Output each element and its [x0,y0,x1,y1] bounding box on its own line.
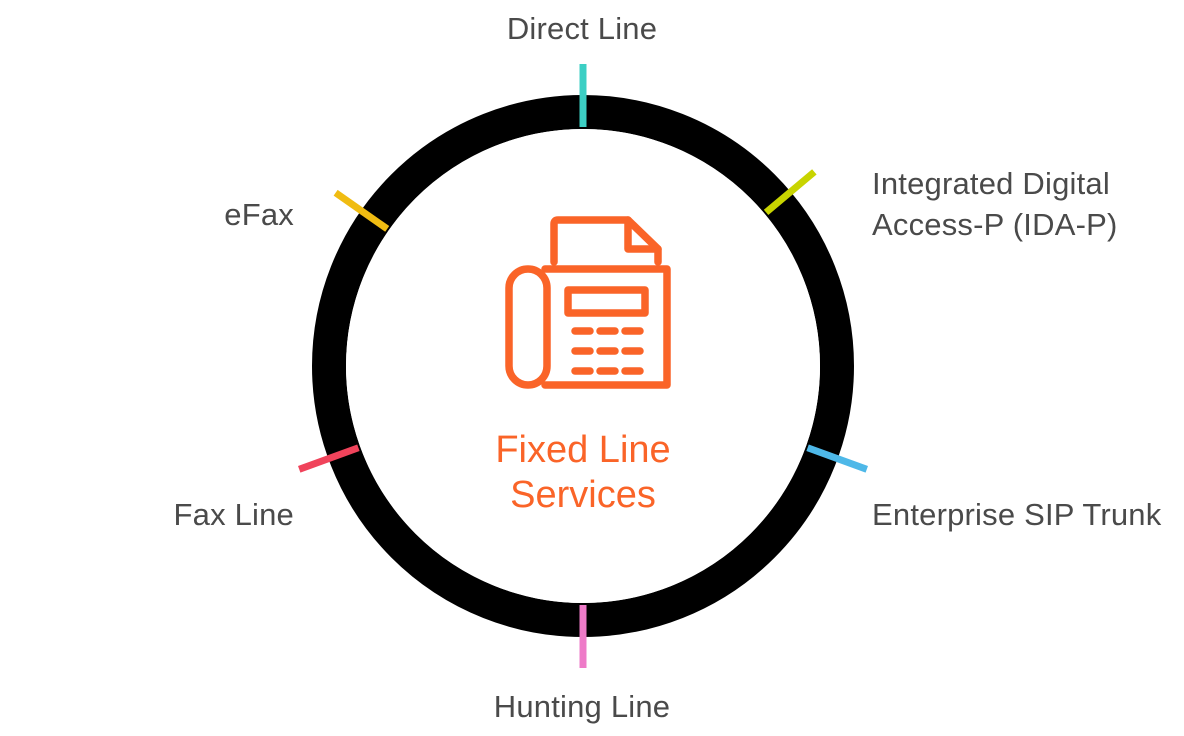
spoke-label-enterprise-sip-trunk: Enterprise SIP Trunk [872,497,1162,532]
inner-disc [346,129,820,603]
spoke-tick-fax-line [298,444,360,473]
spoke-tick-efax [333,189,390,232]
spoke-label-fax-line: Fax Line [173,497,294,532]
center-title: Fixed Line Services [495,429,671,516]
spoke-tick-group [298,64,868,668]
spoke-label-direct-line: Direct Line [506,11,658,46]
spoke-tick-integrated-digital-access-p [763,169,817,216]
spoke-label-integrated-digital-access-p: Integrated Digital Access-P (IDA-P) [872,166,1118,242]
fax-machine-icon [505,216,671,389]
spoke-label-efax: eFax [224,197,294,232]
spoke-label-hunting-line: Hunting Line [493,689,671,724]
spoke-tick-enterprise-sip-trunk [806,444,868,473]
